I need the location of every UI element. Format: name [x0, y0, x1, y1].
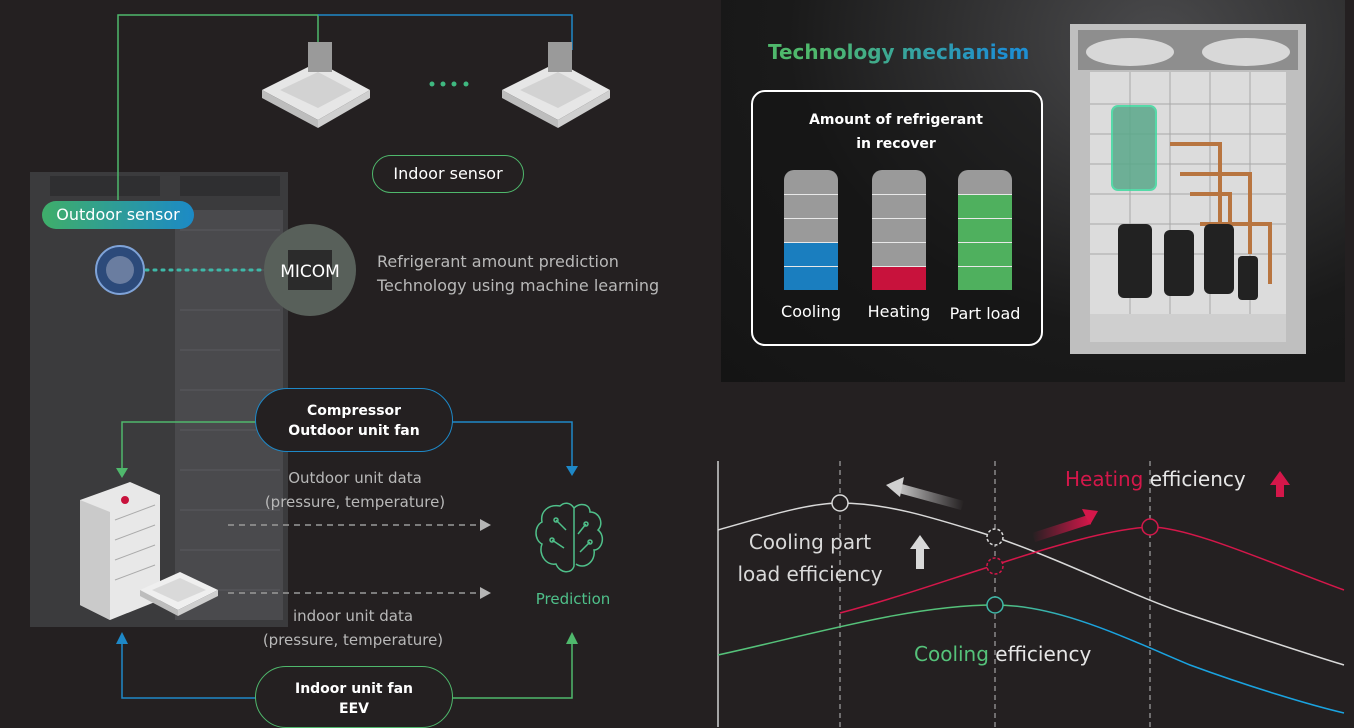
indoor-cassette-right	[502, 42, 610, 128]
cooling-curve	[717, 604, 1345, 714]
indoor-data-line2: (pressure, temperature)	[262, 631, 444, 649]
shift-left-arrow	[886, 477, 964, 510]
compressor-line1: Compressor	[306, 403, 402, 419]
indoor-fan-line1: Indoor unit fan	[294, 681, 413, 697]
outdoor-unit-small	[80, 482, 218, 620]
box-title-line1: Amount of refrigerant	[809, 112, 983, 128]
outdoor-data-label: Outdoor unit data (pressure, temperature…	[250, 466, 460, 514]
cooling-rest: efficiency	[995, 642, 1092, 666]
box-title-line2: in recover	[856, 136, 936, 152]
outdoor-data-line1: Outdoor unit data	[288, 469, 422, 487]
heating-efficiency-label: Heating efficiency	[1065, 467, 1246, 491]
cooling-efficiency-label: Cooling efficiency	[914, 642, 1091, 666]
bar-segment	[872, 242, 926, 266]
cooling-part-load-label: Cooling part load efficiency	[720, 526, 900, 590]
bar-segment	[784, 218, 838, 242]
bar-segment	[872, 266, 926, 290]
marker-cooling-part-peak	[831, 494, 849, 512]
bar-segment	[872, 194, 926, 218]
indoor-sensor-badge: Indoor sensor	[372, 155, 524, 193]
ml-text-line2: Technology using machine learning	[377, 276, 660, 295]
cooling-part-up-arrow-icon	[910, 535, 930, 569]
cooling-part-line1: Cooling part	[748, 530, 872, 554]
outdoor-data-line2: (pressure, temperature)	[264, 493, 446, 511]
marker-heating-peak	[1141, 518, 1159, 536]
outdoor-unit-interior-image	[1070, 24, 1306, 354]
heating-rest: efficiency	[1149, 467, 1246, 491]
bar-segment	[958, 242, 1012, 266]
cooling-part-line2: load efficiency	[737, 562, 883, 586]
refrigerant-bar-heating	[872, 170, 926, 290]
prediction-label: Prediction	[535, 590, 611, 608]
bar-label: Heating	[867, 302, 931, 321]
bar-segment	[784, 266, 838, 290]
indoor-fan-line2: EEV	[339, 701, 369, 717]
bar-segment	[872, 218, 926, 242]
indoor-data-label: indoor unit data (pressure, temperature)	[248, 604, 458, 652]
bar-segment	[784, 194, 838, 218]
brain-icon	[535, 502, 604, 573]
compressor-pill: Compressor Outdoor unit fan	[255, 388, 453, 452]
bar-segment	[784, 170, 838, 194]
marker-cooling-part-mid	[986, 528, 1004, 546]
heating-curve	[839, 526, 1345, 614]
shift-right-arrow	[1032, 509, 1098, 542]
indoor-cassette-left	[262, 42, 370, 128]
compressor-line2: Outdoor unit fan	[288, 423, 420, 439]
heating-word: Heating	[1065, 467, 1144, 491]
bar-segment	[958, 194, 1012, 218]
indoor-data-line1: indoor unit data	[292, 607, 414, 625]
heating-up-arrow-icon	[1270, 471, 1290, 497]
marker-heating-mid	[986, 557, 1004, 575]
cooling-word: Cooling	[914, 642, 989, 666]
micom-label: MICOM	[280, 262, 340, 282]
bar-label: Cooling	[781, 302, 841, 321]
marker-cooling-peak	[986, 596, 1004, 614]
refrigerant-box-title: Amount of refrigerant in recover	[751, 108, 1041, 156]
bar-segment	[784, 242, 838, 266]
bar-segment	[872, 170, 926, 194]
bar-segment	[958, 218, 1012, 242]
outdoor-sensor-badge: Outdoor sensor	[42, 201, 194, 229]
efficiency-chart	[717, 461, 1345, 727]
bar-segment	[958, 170, 1012, 194]
bar-segment	[958, 266, 1012, 290]
indoor-fan-pill: Indoor unit fan EEV	[255, 666, 453, 728]
refrigerant-bar-part-load	[958, 170, 1012, 290]
refrigerant-bar-cooling	[784, 170, 838, 290]
ml-text-line1: Refrigerant amount prediction	[377, 252, 619, 271]
mechanism-title: Technology mechanism	[768, 40, 1030, 64]
bar-label: Part load	[949, 304, 1021, 323]
